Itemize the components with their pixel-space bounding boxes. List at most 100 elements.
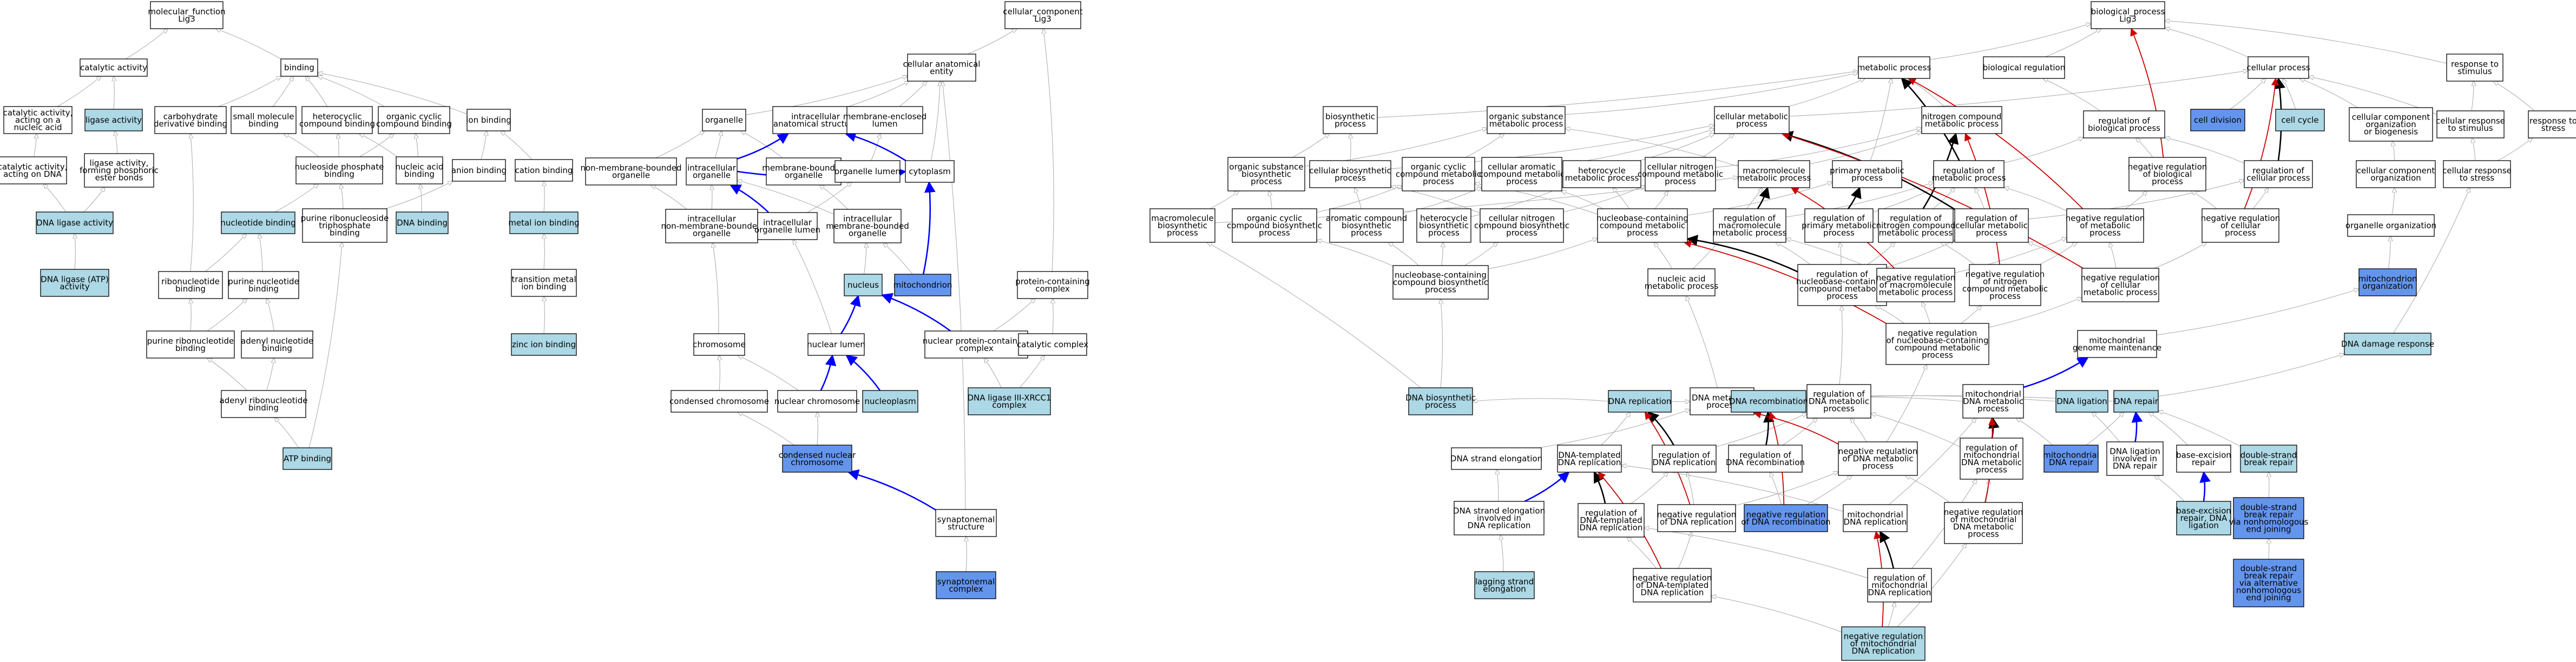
edge-is-a-mitodnarep-to-mitodnamet — [1888, 418, 1976, 505]
node-label: ligase activity, — [90, 158, 149, 168]
node-label: nonhomologous — [2236, 586, 2301, 595]
node-box — [466, 109, 511, 131]
edge-is-a-nucchrom-to-chromosome — [738, 355, 799, 391]
edge-is-a-negregmacro-to-negregmet — [1954, 237, 2067, 273]
node-box — [1804, 208, 1874, 243]
node-box — [2443, 160, 2511, 188]
node-label: of DNA replication — [1660, 517, 1733, 527]
node-label: membrane-bounded — [762, 163, 845, 173]
node-label: heterocycle — [1578, 166, 1626, 175]
node-label: response to — [2529, 116, 2576, 125]
edge-regulates-regmacro-to-macromet — [1757, 187, 1770, 209]
node-box — [1562, 160, 1641, 188]
node-label: macromolecule — [1718, 221, 1780, 230]
edge-is-a-nucphos-to-hetero_b — [338, 134, 339, 157]
node-label: compound metabolic — [1638, 169, 1723, 179]
node-box — [907, 54, 976, 82]
node-label: mitochondrial — [1847, 509, 1903, 519]
node-label: negative regulation — [1838, 447, 1918, 456]
edge-part-of-intraorg-to-ias — [737, 133, 790, 160]
node-label: nucleobase-containing — [1596, 214, 1688, 223]
node-box — [1597, 208, 1688, 243]
edge-is-a-negregnbc-to-negregcellmet — [1988, 297, 2082, 328]
node-label: mitochondrion — [893, 280, 952, 290]
edge-is-a-negregdnatemp-to-regdnatemp — [1627, 537, 1657, 569]
node-label: regulation of — [1890, 214, 1942, 223]
edge-part-of-cytoplasm-to-ias — [844, 131, 906, 162]
node-label: lumen — [872, 119, 897, 129]
node-cytoplasm: cytoplasm — [905, 160, 955, 183]
node-label: ribonucleotide — [161, 276, 220, 286]
node-label: organelle organization — [2345, 221, 2436, 230]
node-cellproc: cellular process — [2246, 56, 2310, 79]
edge-is-a-cellresp-to-resp — [2472, 81, 2474, 111]
node-label: Lig3 — [1034, 14, 1052, 24]
edge-is-a-purnstp-to-nucphos — [341, 184, 344, 209]
node-label: of biological — [2143, 169, 2192, 179]
node-label: organelle — [693, 229, 731, 239]
node-box — [1608, 390, 1672, 413]
node-box — [2344, 333, 2432, 355]
node-cat: catalytic activity — [80, 58, 148, 77]
node-label: binding — [404, 169, 435, 179]
node-label: of mitochondrial — [1950, 514, 2017, 524]
node-box — [2244, 160, 2313, 188]
node-label: DNA replication — [1608, 396, 1672, 406]
node-label: ester bonds — [95, 173, 143, 183]
node-label: process — [1968, 529, 1999, 539]
node-label: adenyl ribonucleotide — [220, 395, 308, 405]
node-label: DNA metabolic — [1953, 522, 2014, 532]
node-catcomp: catalytic complex — [1017, 333, 1088, 356]
edge-is-a-negregmet-to-regmet — [2004, 188, 2067, 211]
edge-is-a-macromet-to-ncmp — [1809, 131, 1922, 164]
node-dnarecomb: DNA recombination — [1729, 390, 1808, 413]
node-label: nucleic acid — [396, 162, 444, 171]
node-label: catalytic activity — [80, 63, 147, 72]
edge-is-a-nucacidmet-to-nbcmp — [1654, 242, 1673, 269]
edge-neg-regulates-negregnbc-to-nbcmp — [1683, 240, 1887, 324]
node-nucleoplasm: nucleoplasm — [862, 390, 918, 413]
node-label: compound metabolic — [1962, 284, 2048, 294]
node-label: metabolic process — [1713, 228, 1787, 238]
node-box — [282, 447, 332, 470]
node-box — [1149, 208, 1215, 243]
node-box — [150, 1, 224, 29]
node-box — [2356, 160, 2436, 188]
node-label: biosynthetic — [1241, 169, 1291, 179]
node-label: base-excision — [2176, 450, 2231, 460]
node-label: biosynthetic — [1342, 221, 1391, 230]
node-box — [1481, 157, 1562, 191]
edge-is-a-nucacid-to-hetero_b — [359, 134, 398, 157]
edge-is-a-negregcell-to-negregbio — [2191, 191, 2217, 209]
edge-is-a-ias-to-cae — [847, 81, 909, 107]
node-box — [924, 330, 1028, 359]
node-box — [2248, 56, 2309, 79]
node-label: protein-containing — [1015, 276, 1090, 286]
node-label: purine nucleotide — [228, 276, 299, 286]
node-label: DNA repair — [2114, 396, 2159, 406]
node-label: regulation of — [1874, 573, 1926, 583]
node-label: process — [1428, 228, 1460, 238]
node-label: DNA ligation — [2056, 396, 2107, 406]
edge-is-a-intranonmem-to-nonmem — [651, 185, 687, 210]
edge-is-a-nbcbio-to-cellnitrobio — [1464, 242, 1497, 266]
edge-is-a-orgsub-to-metab — [1565, 72, 1858, 115]
edge-is-a-negregnbc-to-negregnitro — [1961, 306, 1982, 324]
node-label: process — [1922, 350, 1953, 360]
node-label: cell cycle — [2281, 115, 2318, 125]
node-label: DNA strand elongation — [1453, 506, 1545, 516]
edge-is-a-regdnatemp-to-regdnarep — [1631, 472, 1668, 504]
